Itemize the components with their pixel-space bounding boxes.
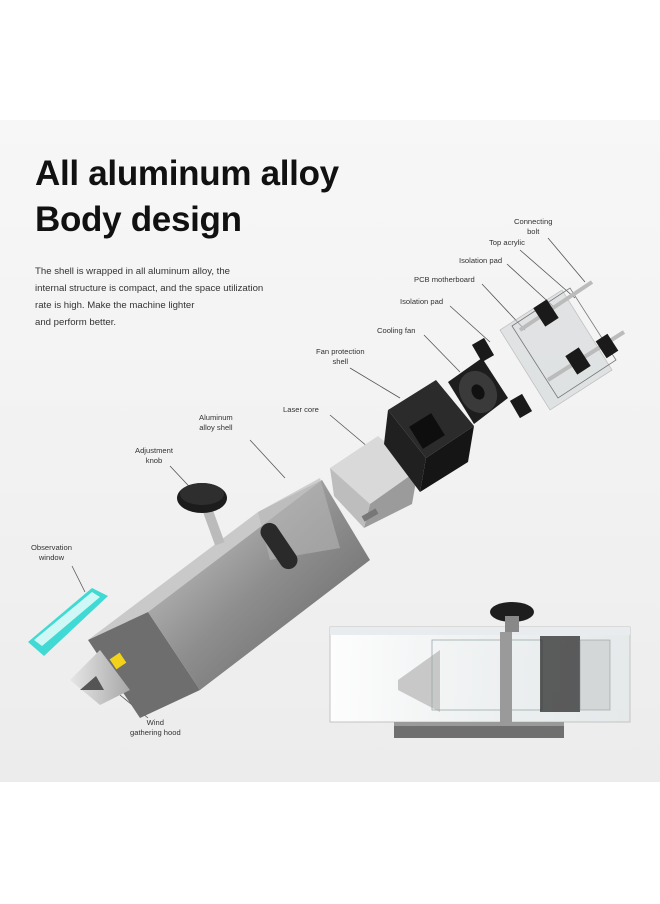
callout-isolation-pad-top: Isolation pad xyxy=(459,256,503,265)
callout-cooling-fan: Cooling fan xyxy=(377,326,416,335)
description-line: rate is high. Make the machine lighter xyxy=(35,300,195,311)
callout-connecting-bolt: Connecting bolt xyxy=(514,217,553,236)
headline-line-1: All aluminum alloy xyxy=(35,154,339,193)
description-paragraph: The shell is wrapped in all aluminum all… xyxy=(35,263,285,331)
callout-isolation-pad: Isolation pad xyxy=(400,297,444,306)
isolation-pad-parts xyxy=(471,337,533,419)
headline-line-2: Body design xyxy=(35,200,242,239)
callout-adjustment-knob: Adjustment knob xyxy=(135,446,173,465)
connecting-bolt-parts xyxy=(518,280,626,382)
fan-protection-shell-part xyxy=(384,380,474,492)
callout-observation-window: Observation window xyxy=(31,543,72,562)
cooling-fan-part xyxy=(448,358,508,424)
description-line: internal structure is compact, and the s… xyxy=(35,283,264,294)
callout-pcb-motherboard: PCB motherboard xyxy=(414,275,475,284)
callout-aluminum-alloy-shell: Aluminum alloy shell xyxy=(199,413,233,432)
aluminum-alloy-shell-part xyxy=(88,478,370,718)
adjustment-knob-part xyxy=(177,483,227,546)
callout-fan-protection-shell: Fan protection shell xyxy=(316,347,365,366)
callout-wind-gathering-hood: Wind gathering hood xyxy=(130,718,181,737)
description-line: and perform better. xyxy=(35,317,117,328)
description-line: The shell is wrapped in all aluminum all… xyxy=(35,266,230,277)
callout-top-acrylic: Top acrylic xyxy=(489,238,525,247)
wind-gathering-hood-part xyxy=(70,650,130,705)
observation-window-part xyxy=(28,588,108,656)
callout-laser-core: Laser core xyxy=(283,405,319,414)
transparent-module-side-view xyxy=(329,602,631,738)
